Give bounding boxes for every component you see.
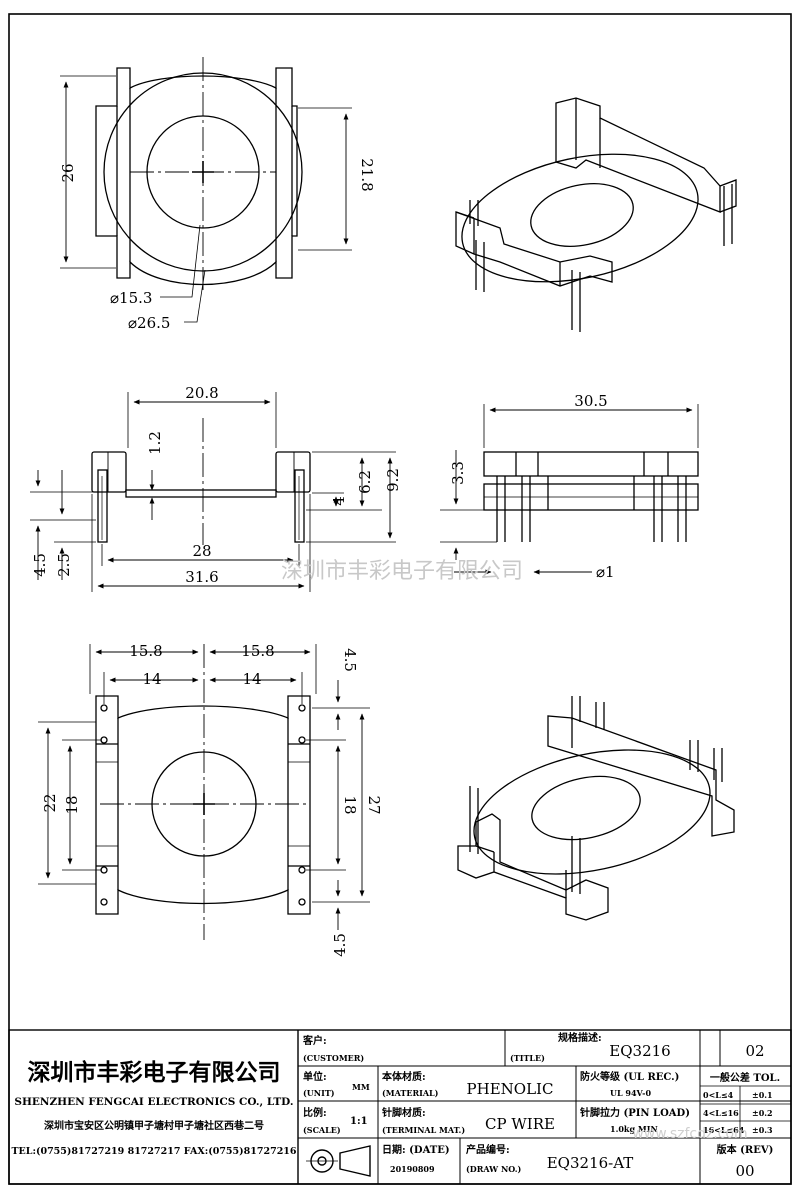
dim-dia-26-5-label: ⌀26.5 [128, 314, 170, 332]
scale-label-en: (SCALE) [303, 1125, 341, 1135]
tolerance-label: 一般公差 TOL. [710, 1071, 780, 1084]
dim-1-2-label: 1.2 [146, 431, 164, 455]
scale-value: 1:1 [350, 1116, 368, 1127]
top-view [60, 57, 352, 323]
dim-21-8-label: 21.8 [358, 158, 376, 191]
dim-31-6-label: 31.6 [185, 568, 218, 586]
tolerance-range: 16<L≤64 [703, 1125, 745, 1135]
drawing-number-label: 产品编号: [466, 1143, 510, 1156]
unit-label: 单位: [303, 1070, 327, 1083]
dim-15-8-left-label: 15.8 [129, 642, 162, 660]
bottom-view [38, 644, 370, 940]
scale-label: 比例: [303, 1106, 327, 1119]
title-value: EQ3216 [609, 1042, 670, 1060]
revision-label: 版本 (REV) [717, 1143, 774, 1156]
dim-3-3-label: 3.3 [449, 461, 467, 485]
dim-27-label: 27 [365, 795, 383, 814]
drawing-number-label-en: (DRAW NO.) [466, 1164, 522, 1174]
customer-label: 客户: [302, 1034, 327, 1047]
dim-9-2-label: 9.2 [384, 468, 402, 492]
title-block [8, 1029, 792, 1185]
dim-4-5-bottom-label: 4.5 [331, 933, 349, 957]
tolerance-range: 0<L≤4 [703, 1090, 734, 1100]
dim-4-5-top-label: 4.5 [341, 648, 359, 672]
drawing-number-value: EQ3216-AT [547, 1154, 634, 1172]
title-label: 规格描述: [558, 1031, 602, 1044]
bobbin-top-outline [95, 67, 298, 286]
site-watermark: www.szfcdz.com [632, 1126, 747, 1142]
dim-26-label: 26 [59, 163, 77, 182]
dim-20-8-label: 20.8 [185, 384, 218, 402]
sheet-border [8, 13, 792, 1185]
terminal-label: 针脚材质: [382, 1106, 426, 1119]
watermark: 深圳市丰彩电子有限公司 [281, 559, 523, 584]
sheet-number: 02 [745, 1042, 764, 1060]
company-address: 深圳市宝安区公明镇甲子塘村甲子塘社区西巷二号 [44, 1119, 264, 1132]
flame-rating-value: UL 94V-0 [610, 1088, 651, 1098]
pin-load-label: 针脚拉力 (PIN LOAD) [580, 1106, 690, 1119]
material-label: 本体材质: [382, 1070, 426, 1083]
dim-15-8-right-label: 15.8 [241, 642, 274, 660]
dim-18-right-label: 18 [341, 795, 359, 814]
dim-dia-1-label: ⌀1 [596, 563, 615, 581]
dim-14-right-label: 14 [242, 670, 261, 688]
dim-22-label: 22 [41, 793, 59, 812]
dim-30-5-label: 30.5 [574, 392, 607, 410]
revision-value: 00 [735, 1162, 754, 1180]
dim-28-label: 28 [192, 542, 211, 560]
projection-symbol-cone [339, 1145, 371, 1177]
dim-6-2-label: 6.2 [356, 470, 374, 494]
unit-label-en: (UNIT) [303, 1088, 335, 1098]
end-view [440, 404, 699, 575]
material-value: PHENOLIC [467, 1080, 554, 1098]
tolerance-value: ±0.2 [752, 1108, 773, 1118]
material-label-en: (MATERIAL) [382, 1088, 439, 1098]
date-value: 20190809 [390, 1164, 435, 1174]
dim-14-left-label: 14 [142, 670, 161, 688]
company-name-en: SHENZHEN FENGCAI ELECTRONICS CO., LTD. [14, 1096, 293, 1108]
company-contact: TEL:(0755)81727219 81727217 FAX:(0755)81… [11, 1146, 296, 1157]
date-label: 日期: (DATE) [382, 1143, 450, 1156]
flame-rating-label: 防火等级 (UL REC.) [580, 1070, 679, 1083]
side-view [30, 392, 396, 592]
tolerance-value: ±0.3 [752, 1125, 773, 1135]
dim-18-left-label: 18 [63, 795, 81, 814]
dim-4-label: 4 [330, 496, 348, 506]
pin-load-value: 1.0kg MIN [610, 1124, 658, 1134]
isometric-view-bottom [457, 696, 735, 921]
customer-label-en: (CUSTOMER) [303, 1053, 364, 1063]
company-name-cn: 深圳市丰彩电子有限公司 [28, 1059, 281, 1086]
tolerance-value: ±0.1 [752, 1090, 773, 1100]
title-label-en: (TITLE) [510, 1053, 545, 1063]
terminal-value: CP WIRE [485, 1115, 555, 1133]
terminal-label-en: (TERMINAL MAT.) [382, 1125, 465, 1135]
tolerance-range: 4<L≤16 [703, 1108, 739, 1118]
unit-value: MM [352, 1082, 370, 1092]
isometric-view-top [455, 97, 737, 332]
dim-dia-15-3-label: ⌀15.3 [110, 289, 152, 307]
dim-2-5-label: 2.5 [55, 553, 73, 577]
dim-4-5-side-label: 4.5 [31, 553, 49, 577]
